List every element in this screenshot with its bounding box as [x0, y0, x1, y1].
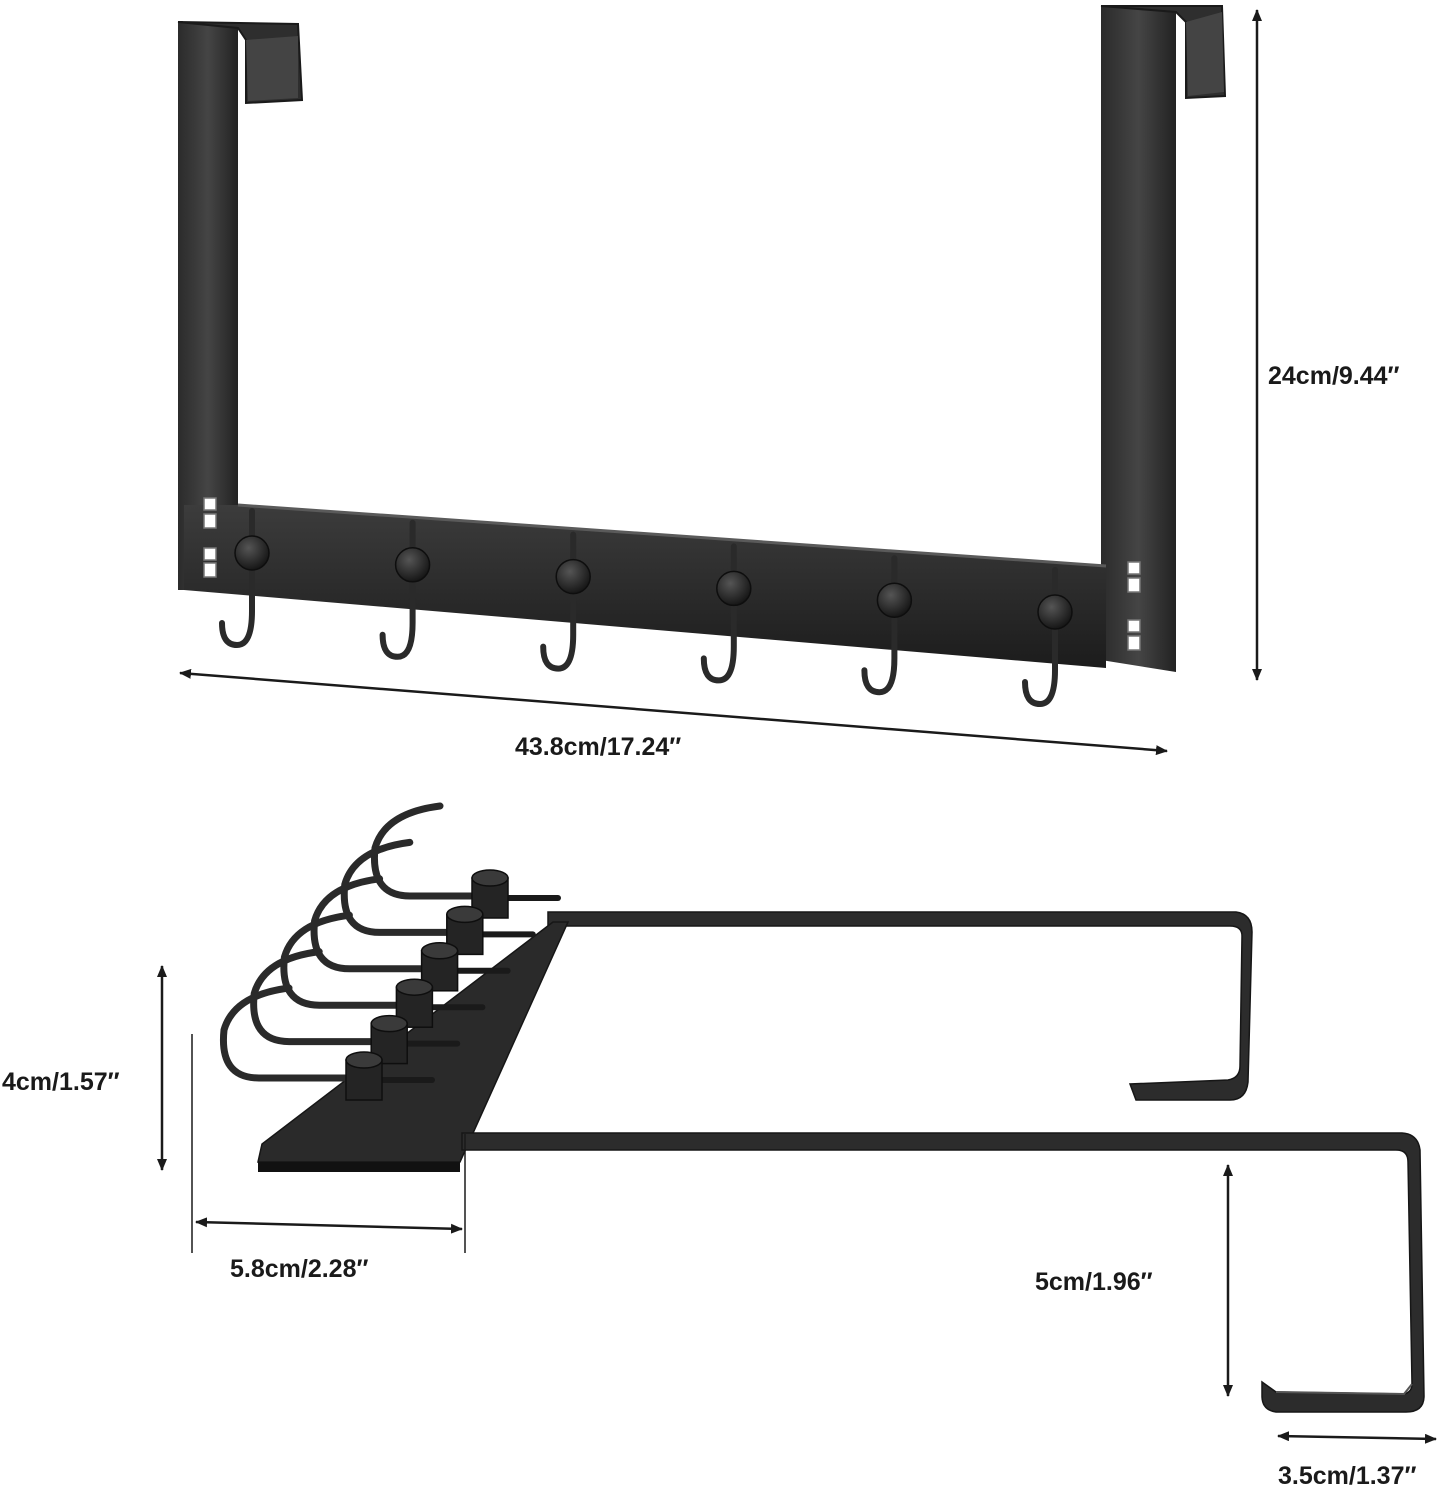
side-hook-height-dimension: 4cm/1.57″	[2, 965, 167, 1171]
front-hook-3	[540, 531, 591, 672]
side-hooks	[219, 802, 561, 1101]
front-door-hook	[461, 1132, 1425, 1413]
door-drop-dimension: 5cm/1.96″	[1035, 1164, 1233, 1397]
front-height-dimension: 24cm/9.44″	[1252, 9, 1400, 681]
front-hook-1	[219, 508, 270, 649]
rear-door-hook	[547, 911, 1253, 1101]
side-plate-depth-label: 5.8cm/2.28″	[230, 1255, 368, 1283]
front-hook-2	[379, 519, 431, 660]
side-plate-depth-dimension: 5.8cm/2.28″	[191, 1034, 466, 1283]
slot-marks	[203, 497, 1141, 651]
side-hook-1	[370, 802, 561, 919]
left-upright	[178, 22, 238, 590]
side-hook-6	[219, 984, 435, 1101]
door-gap-label: 3.5cm/1.37″	[1278, 1462, 1416, 1490]
side-hook-height-label: 4cm/1.57″	[2, 1068, 120, 1096]
hook-plate	[184, 505, 1106, 668]
door-drop-label: 5cm/1.96″	[1035, 1268, 1153, 1296]
side-view	[219, 802, 1425, 1413]
front-view	[177, 5, 1227, 708]
front-width-dimension: 43.8cm/17.24″	[179, 668, 1168, 761]
front-height-label: 24cm/9.44″	[1268, 362, 1400, 390]
front-width-label: 43.8cm/17.24″	[515, 733, 681, 761]
right-upright	[1101, 6, 1176, 672]
door-gap-dimension: 3.5cm/1.37″	[1277, 1431, 1437, 1490]
side-hook-4	[280, 911, 486, 1028]
